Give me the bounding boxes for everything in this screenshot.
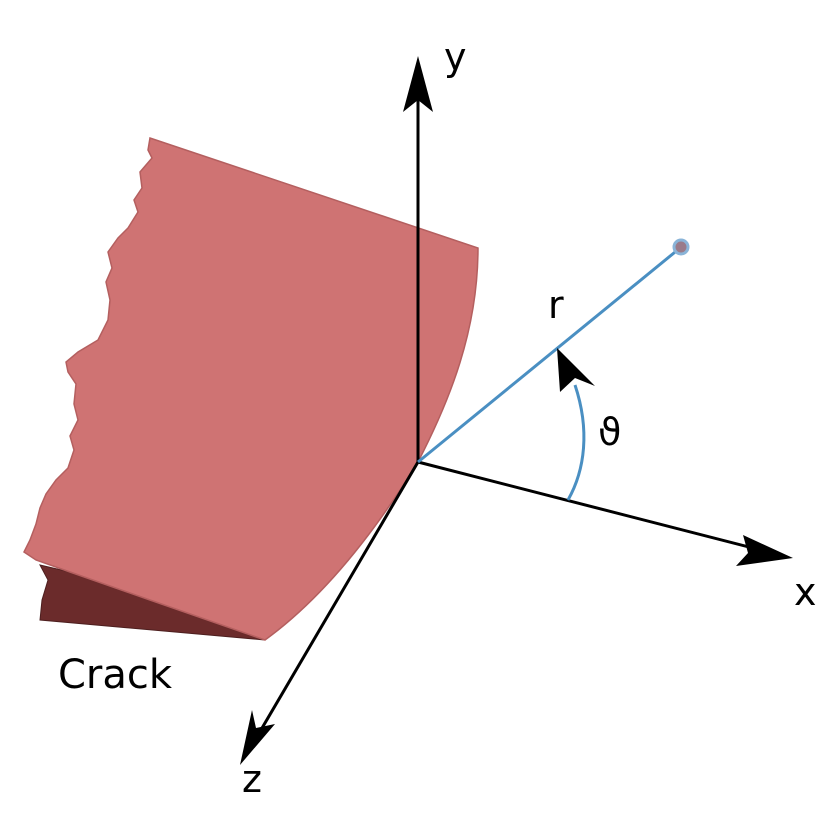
crack-label: Crack [58, 652, 173, 698]
z-axis-line [246, 461, 420, 753]
x-axis-label: x [794, 570, 817, 614]
z-axis-arrowhead [240, 710, 275, 765]
z-axis-label: z [242, 757, 262, 801]
x-axis-line [417, 460, 781, 557]
angle-arrowhead [557, 348, 595, 392]
angle-label: ϑ [598, 410, 622, 454]
field-point [672, 238, 690, 256]
x-axis-arrowhead [736, 535, 793, 566]
y-axis-arrowhead [403, 56, 433, 112]
radius-line [417, 246, 681, 464]
radius-label: r [548, 283, 564, 327]
angle-arc [566, 384, 586, 501]
y-axis-label: y [444, 35, 467, 79]
crack-face [23, 137, 479, 641]
